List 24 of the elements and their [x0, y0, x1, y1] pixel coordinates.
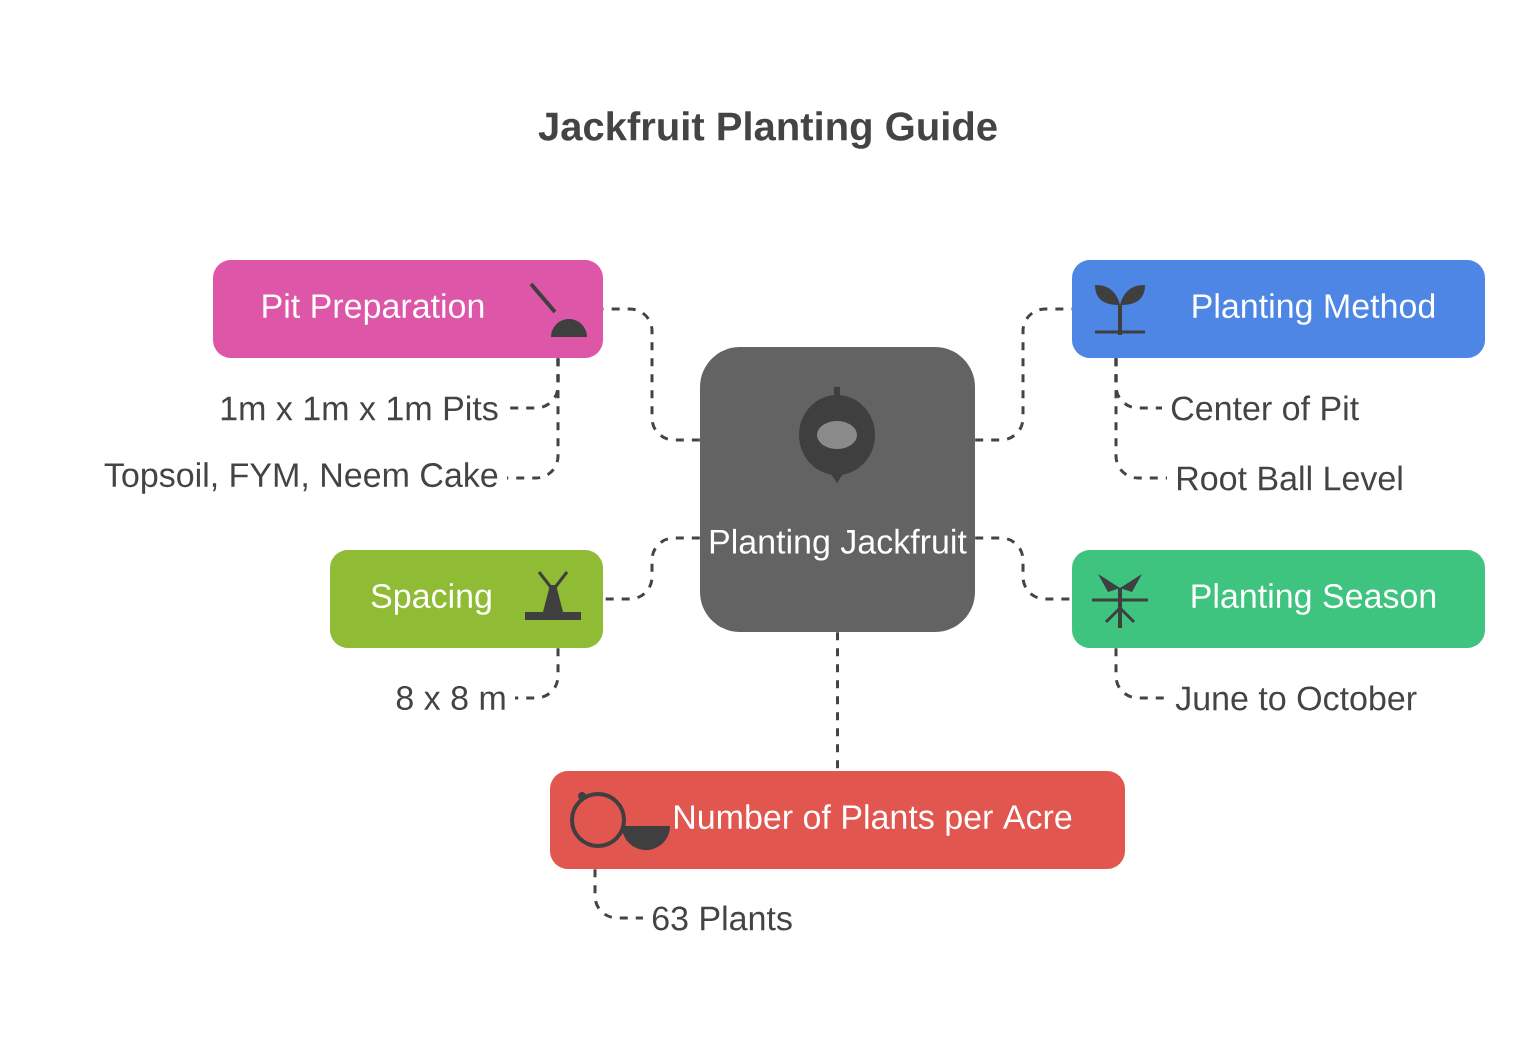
detail-text: 8 x 8 m [396, 685, 505, 711]
detail-text: 1m x 1m x 1m Pits [221, 395, 498, 421]
detail-text: Topsoil, FYM, Neem Cake [104, 462, 498, 494]
title: Jackfruit Planting Guide [538, 111, 997, 149]
category-box: Planting Season [1072, 550, 1485, 648]
category-box: Number of Plants per Acre [550, 771, 1125, 869]
detail-text: June to October [1175, 685, 1417, 711]
connector [507, 358, 560, 480]
detail-text: Root Ball Level [1178, 465, 1402, 491]
connector [975, 536, 1072, 601]
connector [975, 307, 1072, 442]
connector [1114, 358, 1167, 480]
detail-text: 63 Plants [652, 905, 792, 931]
category-box: Spacing [330, 550, 603, 648]
connector [836, 632, 839, 771]
connector [515, 648, 560, 700]
topic-box: Planting Jackfruit [700, 347, 975, 632]
detail-text: Center of Pit [1171, 395, 1359, 421]
connector [593, 869, 643, 920]
connector [1114, 648, 1167, 700]
connector [603, 536, 700, 601]
category-box: Planting Method [1072, 260, 1485, 358]
category-box: Pit Preparation [213, 260, 603, 358]
connector [603, 307, 700, 442]
